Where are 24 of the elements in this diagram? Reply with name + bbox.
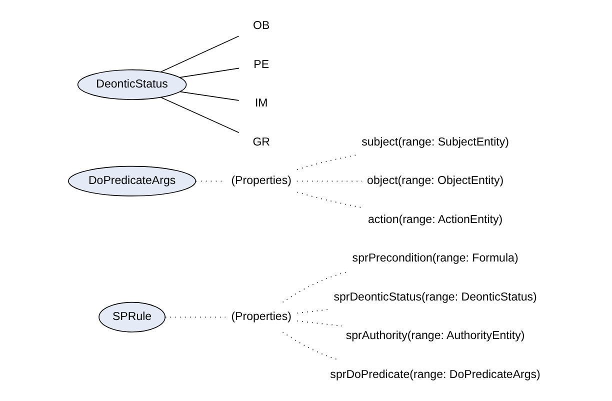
node-text: subject(range: SubjectEntity) <box>362 136 510 148</box>
node-ellipse: SPRule <box>98 302 166 332</box>
node-text: PE <box>254 58 270 71</box>
connector <box>282 271 348 303</box>
node-text: OB <box>253 20 270 32</box>
node-text: object(range: ObjectEntity) <box>367 175 504 188</box>
node-ellipse: DoPredicateArgs <box>68 166 196 196</box>
node-text: sprPrecondition(range: Formula) <box>352 252 518 265</box>
node-text: sprDoPredicate(range: DoPredicateArgs) <box>330 368 540 381</box>
node-text: sprAuthority(range: AuthorityEntity) <box>346 330 525 342</box>
connector <box>296 320 342 326</box>
node-text: (Properties) <box>231 175 292 188</box>
node-text: (Properties) <box>231 311 292 324</box>
connector <box>179 68 240 78</box>
connector <box>296 154 358 170</box>
connector <box>180 91 240 101</box>
connector <box>282 332 340 360</box>
node-text: IM <box>254 98 268 110</box>
node-text: action(range: ActionEntity) <box>368 214 503 226</box>
connector <box>160 96 240 134</box>
node-text: GR <box>252 136 270 148</box>
node-ellipse: DeonticStatus <box>77 69 187 100</box>
connector <box>160 36 240 72</box>
node-text: sprDeonticStatus(range: DeonticStatus) <box>334 291 537 304</box>
